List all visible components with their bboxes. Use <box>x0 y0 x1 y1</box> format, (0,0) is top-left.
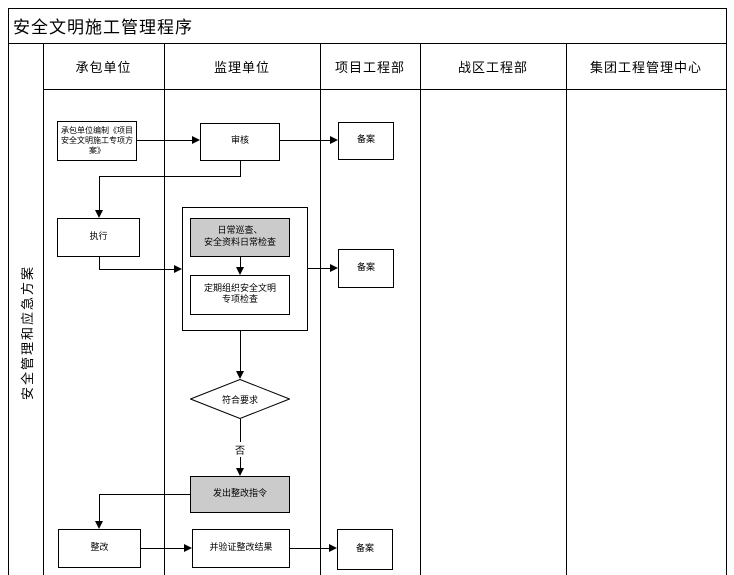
node-decision-meets-requirements: 符合要求 <box>190 379 290 419</box>
connector-rectify-to-verify <box>141 548 184 549</box>
arrowhead-decision-to-order <box>236 468 244 476</box>
connector-plan-to-review <box>137 140 193 141</box>
connector-daily-to-periodic <box>240 257 241 267</box>
connector-execute-down <box>99 257 100 269</box>
arrowhead-daily-to-periodic <box>236 267 244 275</box>
grid-left-border <box>8 8 9 575</box>
connector-review-down <box>240 161 241 176</box>
grid-header-separator <box>43 89 727 90</box>
arrowhead-inspection-to-decision <box>236 371 244 379</box>
grid-col-line-sidebar <box>43 43 44 575</box>
decision-no-label: 否 <box>232 442 248 457</box>
arrowhead-rectify-to-verify <box>184 544 192 552</box>
node-filing-2: 备案 <box>338 249 394 288</box>
node-periodic-inspection: 定期组织安全文明 专项检查 <box>190 275 290 315</box>
node-review: 审核 <box>200 123 280 161</box>
connector-to-execute <box>99 176 100 210</box>
grid-col-line-3 <box>420 43 421 575</box>
grid-col-line-2 <box>320 43 321 575</box>
page-title: 安全文明施工管理程序 <box>13 18 193 38</box>
node-filing-3: 备案 <box>337 529 393 570</box>
column-header-zone-dept: 战区工程部 <box>457 60 528 76</box>
arrowhead-inspection-to-filing2 <box>330 264 338 272</box>
column-header-contractor: 承包单位 <box>75 60 132 76</box>
decision-diamond-shape <box>190 379 290 419</box>
row-label-safety-management: 安全管理和应急方案 <box>8 89 44 575</box>
connector-review-across <box>99 176 241 177</box>
arrowhead-to-execute <box>95 210 103 218</box>
node-filing-1: 备案 <box>338 122 394 160</box>
arrowhead-plan-to-review <box>192 136 200 144</box>
grid-col-line-4 <box>566 43 567 575</box>
node-prepare-plan: 承包单位编制《项目安全文明施工专项方案》 <box>57 121 137 161</box>
connector-review-to-filing1 <box>280 140 330 141</box>
connector-inspection-to-decision <box>240 331 241 371</box>
grid-top-border <box>8 8 727 9</box>
node-issue-rectification-order: 发出整改指令 <box>190 476 290 513</box>
row-label-text: 安全管理和应急方案 <box>20 264 36 400</box>
node-execute: 执行 <box>57 218 140 257</box>
column-header-project-dept: 项目工程部 <box>334 60 405 76</box>
connector-order-down <box>99 494 100 521</box>
connector-verify-to-filing3 <box>290 548 329 549</box>
arrowhead-execute-to-inspection <box>174 265 182 273</box>
column-header-group-center: 集团工程管理中心 <box>589 60 702 76</box>
grid-right-border <box>726 8 727 575</box>
arrowhead-verify-to-filing3 <box>329 544 337 552</box>
node-verify-results: 并验证整改结果 <box>192 529 290 568</box>
connector-execute-across <box>99 269 174 270</box>
grid-col-line-1 <box>164 43 165 575</box>
arrowhead-order-to-rectify <box>95 521 103 529</box>
node-rectify: 整改 <box>58 529 141 568</box>
connector-inspection-to-filing2 <box>308 268 330 269</box>
connector-order-across <box>99 494 190 495</box>
grid-title-separator <box>8 43 727 44</box>
column-header-supervisor: 监理单位 <box>213 60 270 76</box>
decision-label: 符合要求 <box>221 395 258 406</box>
inspection-group-frame <box>182 207 308 331</box>
arrowhead-review-to-filing1 <box>330 136 338 144</box>
node-daily-inspection: 日常巡查、 安全资料日常检查 <box>190 218 290 257</box>
